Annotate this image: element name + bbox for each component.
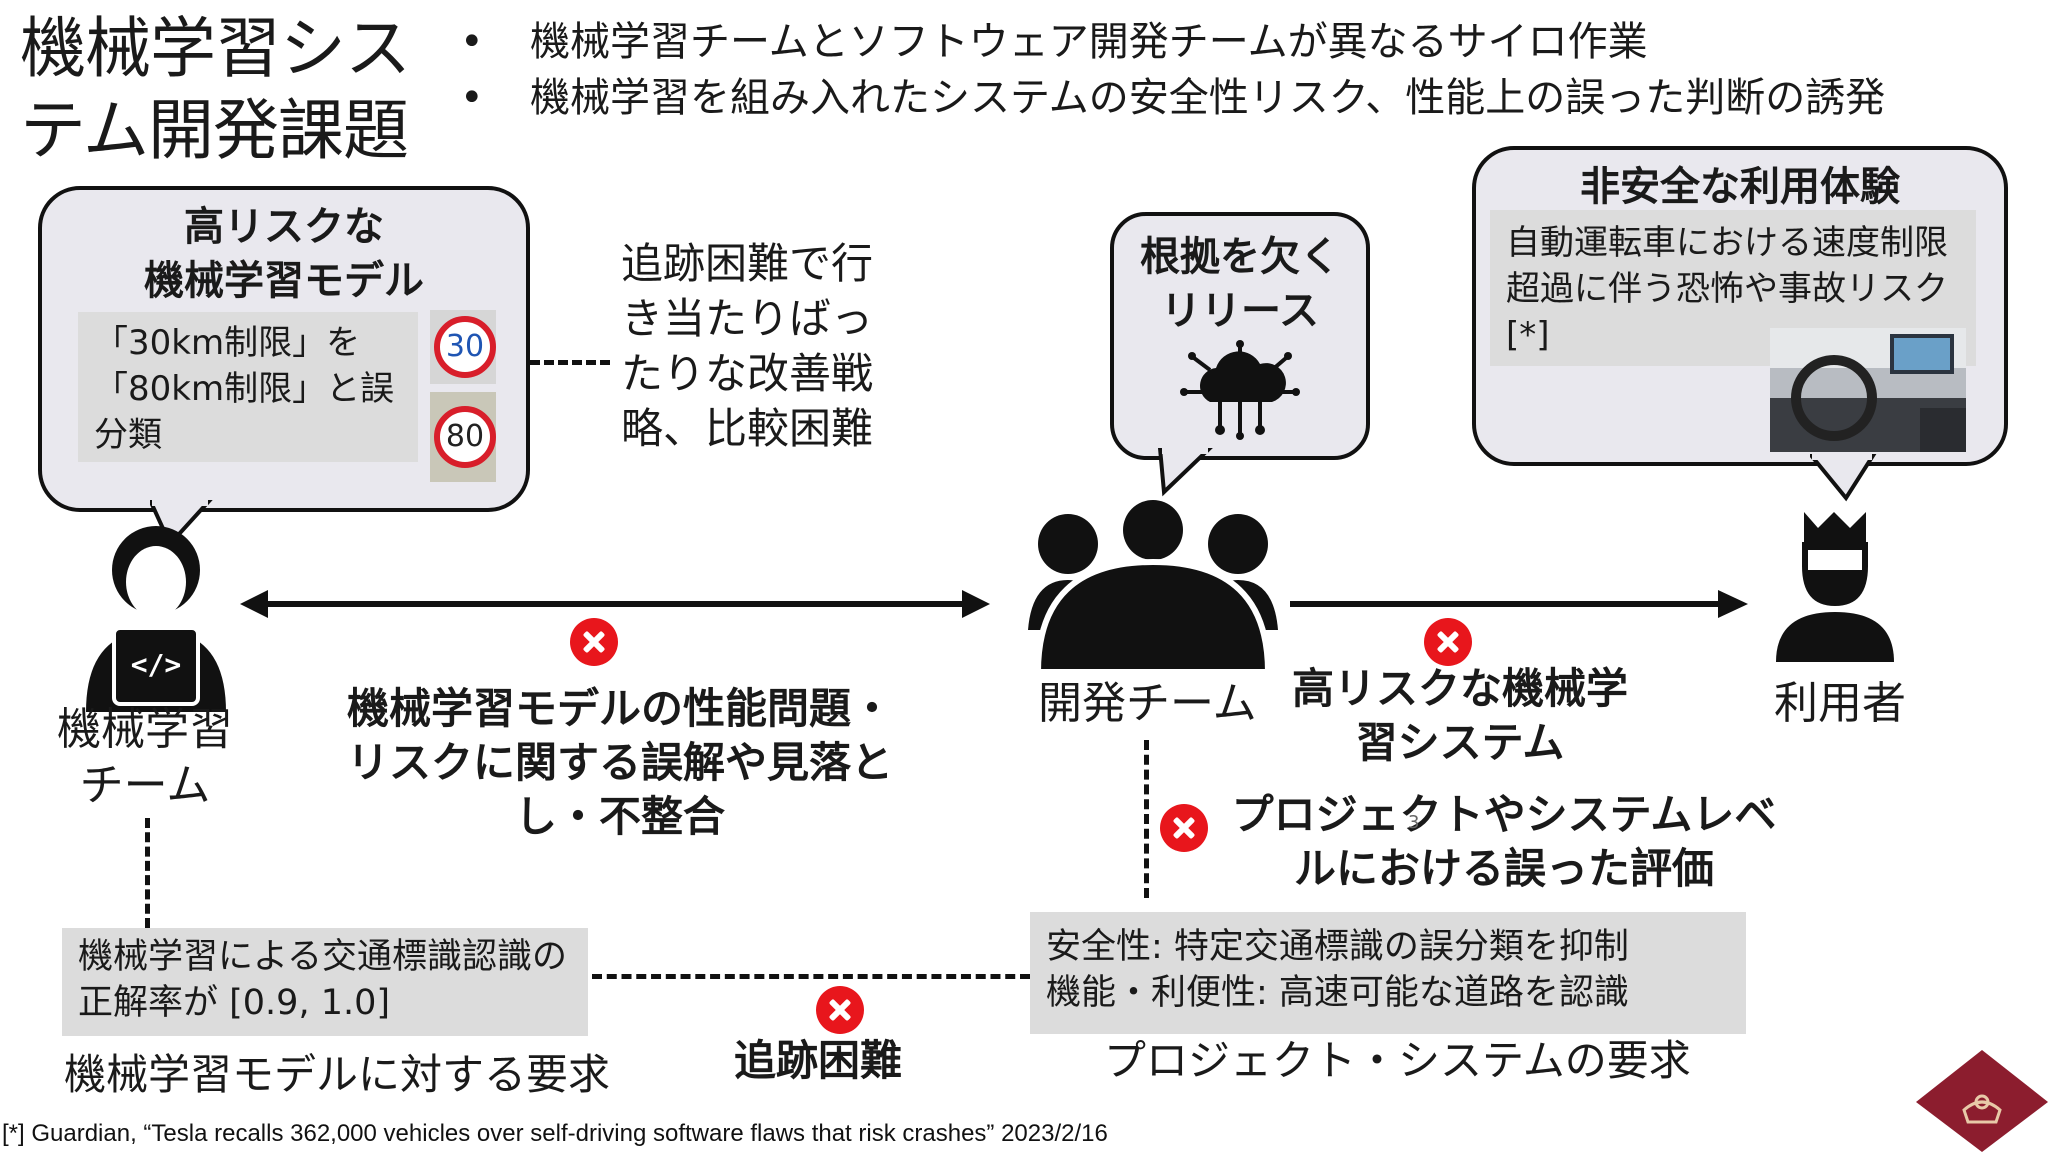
user-label: 利用者 xyxy=(1774,678,1906,729)
speed-sign-30: 30 xyxy=(430,310,496,384)
ml-requirement-box: 機械学習による交通標識認識の正解率が [0.9, 1.0] xyxy=(62,928,588,1036)
release-bubble: 根拠を欠くリリース xyxy=(1110,212,1370,460)
user-icon xyxy=(1776,512,1894,662)
bubble-title: 高リスクな 機械学習モデル xyxy=(144,204,424,304)
university-logo xyxy=(1916,1050,2048,1152)
ml-requirement-caption: 機械学習モデルに対する要求 xyxy=(64,1050,611,1099)
dashed-connector xyxy=(530,360,610,365)
bubble-tail xyxy=(1810,454,1877,502)
project-requirement-box: 安全性: 特定交通標識の誤分類を抑制 機能・利便性: 高速可能な道路を認識 xyxy=(1030,912,1746,1034)
cloud-network-icon xyxy=(1180,340,1300,440)
dashed-connector xyxy=(592,974,1030,979)
dashed-connector xyxy=(145,818,150,928)
bullet-item: 機械学習チームとソフトウェア開発チームが異なるサイロ作業 xyxy=(460,14,1885,70)
svg-text:</>: </> xyxy=(131,648,182,681)
developer-icon: </> xyxy=(86,526,226,712)
error-icon xyxy=(816,986,864,1034)
double-arrow xyxy=(240,590,990,618)
tracking-strategy-text: 追跡困難で行き当たりばったりな改善戦略、比較困難 xyxy=(620,239,873,453)
bubble-tail xyxy=(1157,448,1213,497)
misclassification-box: 「30km制限」を「80km制限」と誤分類 xyxy=(78,312,418,462)
high-risk-system-text: 高リスクな機械学習システム xyxy=(1291,664,1628,767)
page-number: 3 xyxy=(1408,812,1420,833)
ml-team-label: 機械学習チーム xyxy=(57,704,233,811)
error-icon xyxy=(1160,804,1208,852)
arrow-right xyxy=(1290,590,1748,618)
speed-sign-80: 80 xyxy=(430,392,496,482)
dev-team-label: 開発チーム xyxy=(1038,678,1257,729)
page-title: 機械学習システム開発課題 xyxy=(20,10,411,169)
project-evaluation-issue-text: プロジェクトやシステムレベルにおける誤った評価 xyxy=(1231,790,1777,893)
project-requirement-caption: プロジェクト・システムの要求 xyxy=(1104,1036,1691,1085)
bullet-list: 機械学習チームとソフトウェア開発チームが異なるサイロ作業 機械学習を組み入れたシ… xyxy=(460,14,1885,126)
error-icon xyxy=(570,618,618,666)
car-interior-image xyxy=(1770,328,1966,452)
error-icon xyxy=(1424,618,1472,666)
ml-model-issue-text: 機械学習モデルの性能問題・リスクに関する誤解や見落とし・不整合 xyxy=(346,684,893,841)
dashed-connector xyxy=(1144,740,1149,898)
footnote: [*] Guardian, “Tesla recalls 362,000 veh… xyxy=(2,1120,1108,1147)
team-icon xyxy=(1028,500,1278,675)
bullet-item: 機械学習を組み入れたシステムの安全性リスク、性能上の誤った判断の誘発 xyxy=(460,70,1885,126)
tracking-difficult-text: 追跡困難 xyxy=(734,1036,903,1085)
